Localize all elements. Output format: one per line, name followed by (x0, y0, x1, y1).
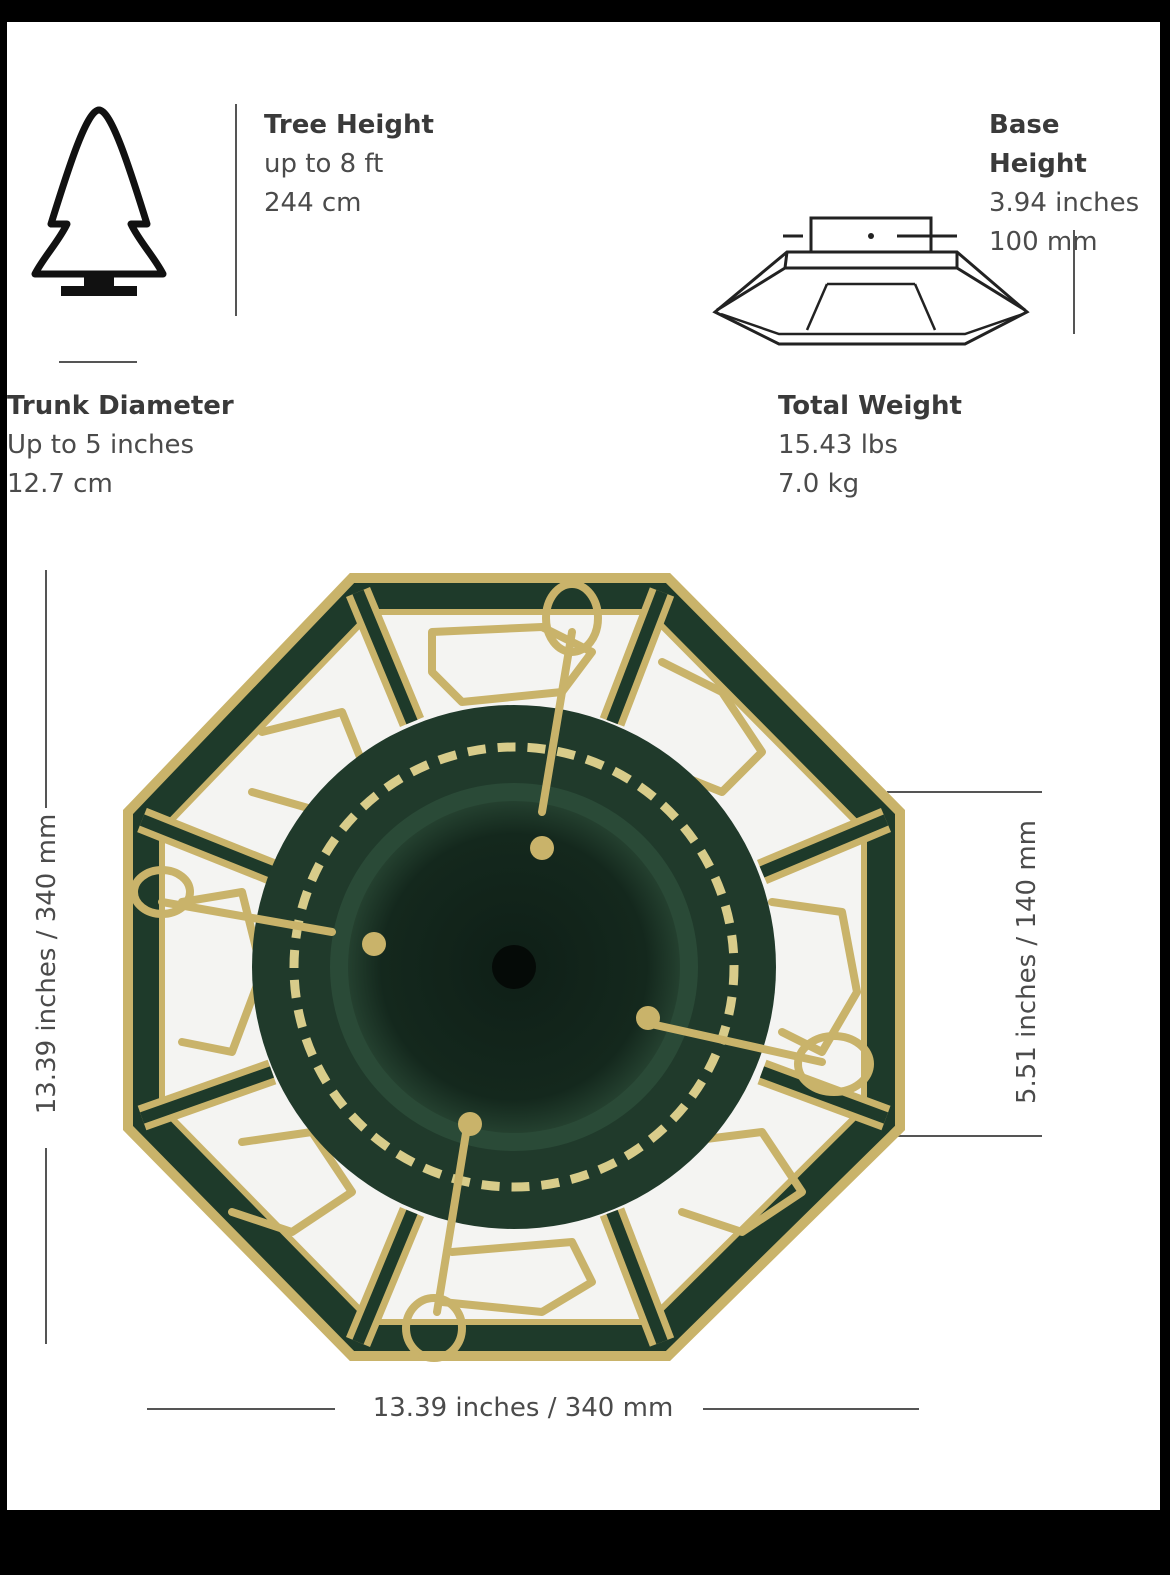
left-dimension-label: 13.39 inches / 340 mm (32, 813, 62, 1115)
total-weight-imperial: 15.43 lbs (778, 430, 898, 460)
tree-height-spec: Tree Height up to 8 ft 244 cm (264, 106, 434, 223)
trunk-diameter-line (59, 361, 137, 363)
left-dimension-line-bottom (45, 1148, 47, 1344)
tree-height-imperial: up to 8 ft (264, 149, 384, 179)
bottom-dimension-label: 13.39 inches / 340 mm (372, 1393, 674, 1423)
tree-stand-photo (123, 573, 905, 1362)
right-dimension-label: 5.51 inches / 140 mm (1012, 819, 1042, 1105)
bottom-dimension-line-right (703, 1408, 919, 1410)
base-height-line (1073, 230, 1075, 334)
tree-icon (31, 106, 167, 296)
total-weight-spec: Total Weight 15.43 lbs 7.0 kg (778, 387, 962, 504)
tree-height-metric: 244 cm (264, 188, 362, 218)
trunk-diameter-imperial: Up to 5 inches (7, 430, 194, 460)
bottom-dimension-line-left (147, 1408, 335, 1410)
tree-height-title: Tree Height (264, 110, 434, 140)
base-height-title: Base Height (989, 110, 1087, 179)
total-weight-title: Total Weight (778, 391, 962, 421)
product-dimension-sheet: Tree Height up to 8 ft 244 cm Base Heigh… (7, 22, 1160, 1510)
base-height-metric: 100 mm (989, 227, 1098, 257)
stand-outline-icon (712, 216, 1030, 346)
right-dimension-bottom-line (887, 1135, 1042, 1137)
total-weight-metric: 7.0 kg (778, 469, 860, 499)
base-height-spec: Base Height 3.94 inches 100 mm (989, 106, 1160, 262)
trunk-diameter-title: Trunk Diameter (7, 391, 234, 421)
base-height-imperial: 3.94 inches (989, 188, 1140, 218)
trunk-diameter-spec: Trunk Diameter Up to 5 inches 12.7 cm (7, 387, 234, 504)
right-dimension-top-line (887, 791, 1042, 793)
trunk-diameter-metric: 12.7 cm (7, 469, 113, 499)
left-dimension-line-top (45, 570, 47, 808)
tree-height-line (235, 104, 237, 316)
